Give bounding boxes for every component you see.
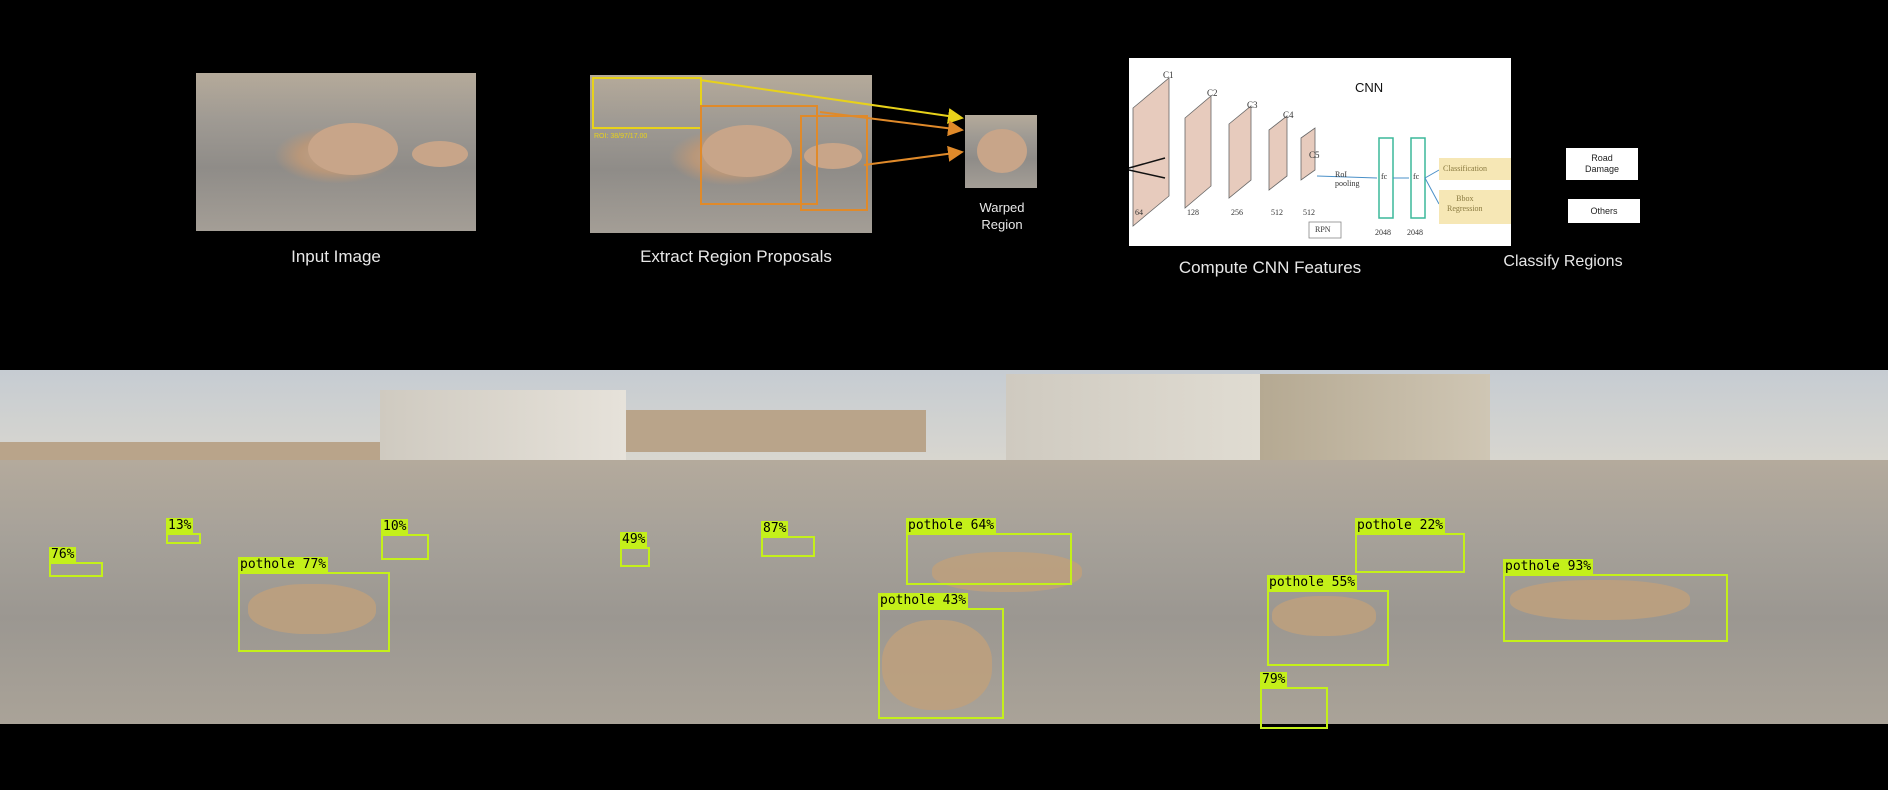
detection-box: 13% — [166, 518, 201, 544]
layer-label-c1: C1 — [1163, 70, 1174, 80]
detection-box: 10% — [381, 519, 429, 560]
head-classification: Classification — [1443, 164, 1487, 173]
pothole — [882, 620, 992, 710]
distant-buildings — [626, 410, 926, 452]
detection-box: 79% — [1260, 672, 1328, 729]
detection-box: pothole 22% — [1355, 518, 1465, 573]
detection-results: 76% 13% 10% pothole 77% 49% 87% pothole … — [0, 370, 1888, 729]
warehouse — [1006, 374, 1260, 474]
rcnn-pipeline-diagram: Input Image ROI: 38/97/17.00 Extract Reg… — [0, 0, 1888, 370]
detection-label: 79% — [1260, 672, 1288, 688]
detection-label: pothole 64% — [906, 518, 997, 534]
detection-label: pothole 77% — [238, 557, 329, 573]
warped-region-caption: Warped Region — [979, 200, 1025, 232]
proposal-box-orange-2 — [800, 115, 868, 211]
cnn-title: CNN — [1355, 80, 1384, 95]
detection-label: pothole 22% — [1355, 518, 1446, 534]
arrow-orange-1 — [819, 111, 964, 137]
detection-label: 49% — [620, 532, 648, 548]
channels-fc2: 2048 — [1407, 228, 1423, 237]
detection-label: 10% — [381, 519, 409, 535]
proposal-image: ROI: 38/97/17.00 — [590, 75, 872, 233]
compute-cnn-caption: Compute CNN Features — [1178, 258, 1362, 277]
input-image-caption: Input Image — [291, 247, 381, 266]
detection-label: 13% — [166, 518, 194, 534]
proposal-box-yellow — [592, 77, 702, 129]
detection-box: 76% — [49, 547, 103, 577]
proposal-box-orange-1 — [700, 105, 818, 205]
layer-label-c2: C2 — [1207, 88, 1218, 98]
detection-box: pothole 64% — [906, 518, 1072, 585]
scene-1: 76% 13% 10% pothole 77% — [0, 370, 626, 724]
detection-label: pothole 43% — [878, 593, 969, 609]
channels-fc1: 2048 — [1375, 228, 1391, 237]
roi-pooling-label: RoI pooling — [1335, 170, 1360, 188]
proposal-tag: ROI: 38/97/17.00 — [594, 133, 648, 140]
scene-3: pothole 22% pothole 55% pothole 93% 79% — [1260, 370, 1888, 729]
channels-c3: 256 — [1231, 208, 1243, 217]
rpn-box-label: RPN — [1315, 225, 1331, 234]
channels-c4: 512 — [1271, 208, 1283, 217]
arrow-yellow — [699, 79, 964, 124]
scene-2: 49% 87% pothole 64% pothole 43% — [620, 370, 1260, 724]
input-image — [196, 73, 476, 231]
pothole — [248, 584, 376, 634]
detection-box: pothole 43% — [878, 593, 1004, 719]
layer-label-fc1: fc — [1381, 172, 1388, 181]
cnn-layers-drawing — [1128, 77, 1511, 239]
detection-box: pothole 77% — [238, 557, 390, 652]
layer-label-c3: C3 — [1247, 100, 1258, 110]
detection-label: 76% — [49, 547, 77, 563]
head-bbox-regression: Bbox Regression — [1447, 194, 1483, 213]
cnn-diagram: CNN — [1128, 58, 1511, 246]
arrow-orange-2 — [863, 145, 964, 166]
channels-c1: 64 — [1135, 208, 1143, 217]
warped-region-image — [965, 115, 1037, 188]
detection-box: 49% — [620, 532, 650, 567]
pothole — [932, 552, 1082, 592]
classify-regions-caption: Classify Regions — [1503, 253, 1623, 270]
detection-label: pothole 93% — [1503, 559, 1594, 575]
detection-box: pothole 93% — [1503, 559, 1728, 642]
layer-label-fc2: fc — [1413, 172, 1420, 181]
distant-buildings — [0, 442, 380, 464]
channels-c2: 128 — [1187, 208, 1199, 217]
layer-label-c5: C5 — [1309, 150, 1320, 160]
class-road-damage: Road Damage — [1566, 148, 1638, 180]
detection-box: 87% — [761, 521, 815, 557]
proposal-arrows — [699, 79, 964, 166]
layer-label-c4: C4 — [1283, 110, 1294, 120]
class-others: Others — [1568, 199, 1640, 223]
detection-label: pothole 55% — [1267, 575, 1358, 591]
extract-proposals-caption: Extract Region Proposals — [640, 247, 832, 266]
channels-c5: 512 — [1303, 208, 1315, 217]
pothole — [1272, 596, 1376, 636]
detection-label: 87% — [761, 521, 789, 537]
pothole — [1510, 580, 1690, 620]
detection-box: pothole 55% — [1267, 575, 1389, 666]
